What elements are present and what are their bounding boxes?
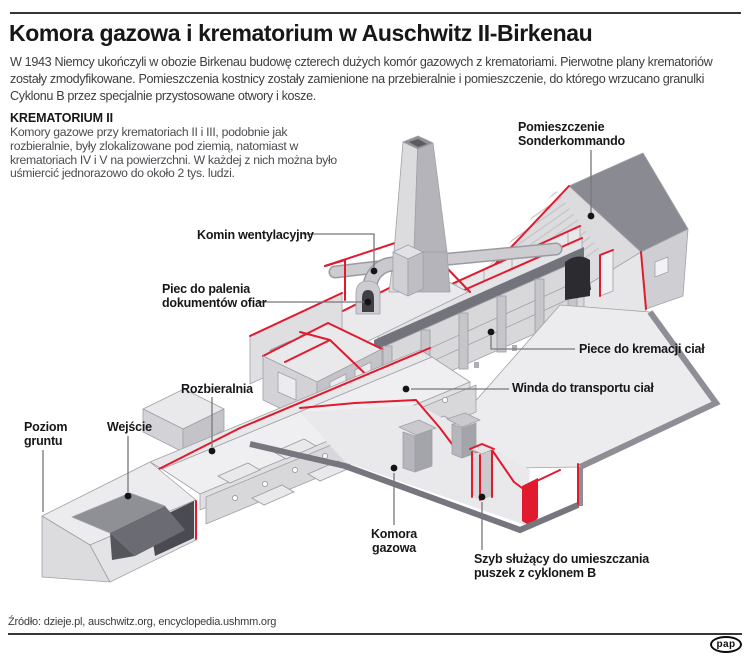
marker-dots xyxy=(124,212,595,501)
label-sonderkommando: Pomieszczenie Sonderkommando xyxy=(518,120,625,148)
section-paragraph: Komory gazowe przy krematoriach II i III… xyxy=(10,125,337,181)
cyclone-shaft xyxy=(469,443,495,501)
source-credit: Źródło: dzieje.pl, auschwitz.org, encycl… xyxy=(8,616,277,628)
label-winda: Winda do transportu ciał xyxy=(512,381,654,395)
gas-chamber xyxy=(249,399,580,534)
bottom-divider xyxy=(8,633,742,635)
leader-lines xyxy=(42,150,592,550)
label-szyb-cyklon: Szyb służący do umieszczania puszek z cy… xyxy=(474,552,650,580)
label-wejscie: Wejście xyxy=(107,420,152,434)
label-komora-gazowa: Komora gazowa xyxy=(370,527,418,555)
chimney-group xyxy=(324,135,471,315)
label-komin-wentylacyjny: Komin wentylacyjny xyxy=(197,228,314,242)
section-heading: KREMATORIUM II xyxy=(10,111,113,125)
intro-paragraph: W 1943 Niemcy ukończyli w obozie Birkena… xyxy=(10,55,713,103)
page-title: Komora gazowa i krematorium w Auschwitz … xyxy=(9,20,593,46)
top-divider xyxy=(10,12,741,14)
label-rozbieralnia: Rozbieralnia xyxy=(181,382,253,396)
ground-slab xyxy=(449,304,721,506)
label-poziom-gruntu: Poziom gruntu xyxy=(24,420,68,448)
label-piec-dokumenty: Piec do palenia dokumentów ofiar xyxy=(162,282,267,310)
label-piece-kremacji: Piece do kremacji ciał xyxy=(579,342,705,356)
pap-logo: pap xyxy=(710,636,742,653)
